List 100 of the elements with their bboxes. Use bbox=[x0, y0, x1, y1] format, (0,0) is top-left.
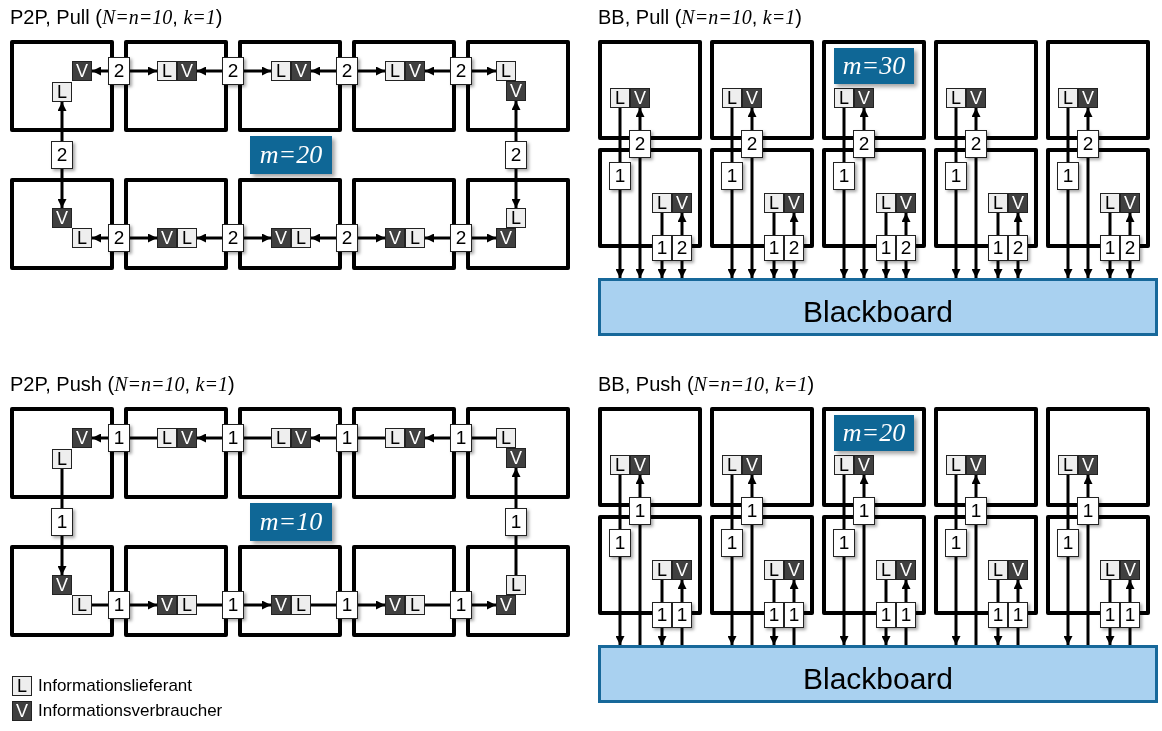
arrow bbox=[511, 468, 521, 508]
arrow bbox=[92, 433, 108, 443]
provider-marker: L bbox=[177, 595, 197, 615]
arrow bbox=[1083, 108, 1093, 130]
consumer-marker: V bbox=[630, 88, 650, 108]
message-count: 1 bbox=[833, 529, 855, 557]
consumer-marker: V bbox=[496, 228, 516, 248]
message-count: 1 bbox=[609, 162, 631, 190]
consumer-marker: V bbox=[672, 193, 692, 213]
consumer-marker: V bbox=[177, 428, 197, 448]
message-count: 2 bbox=[505, 141, 527, 169]
provider-marker: L bbox=[834, 455, 854, 475]
provider-marker: L bbox=[385, 61, 405, 81]
arrow bbox=[1125, 580, 1135, 602]
message-count: 2 bbox=[896, 235, 916, 261]
message-total-badge: m=10 bbox=[250, 503, 332, 541]
legend-swatch: L bbox=[12, 676, 32, 696]
provider-marker: L bbox=[72, 228, 92, 248]
connector-line bbox=[842, 108, 846, 162]
consumer-marker: V bbox=[291, 61, 311, 81]
connector-line bbox=[772, 213, 776, 235]
consumer-marker: V bbox=[854, 455, 874, 475]
connector-line bbox=[884, 580, 888, 602]
arrow bbox=[727, 190, 737, 278]
arrow bbox=[901, 261, 911, 278]
consumer-marker: V bbox=[52, 208, 72, 228]
arrow bbox=[971, 158, 981, 278]
message-count: 1 bbox=[336, 424, 358, 452]
message-count: 2 bbox=[1077, 130, 1099, 158]
connector-line bbox=[60, 469, 64, 508]
provider-marker: L bbox=[405, 595, 425, 615]
arrow bbox=[1125, 261, 1135, 278]
connector-line bbox=[792, 628, 796, 645]
message-count: 1 bbox=[853, 497, 875, 525]
connector-line bbox=[1066, 108, 1070, 162]
message-count: 1 bbox=[672, 602, 692, 628]
connector-line bbox=[244, 436, 271, 440]
message-count: 1 bbox=[988, 235, 1008, 261]
arrow bbox=[769, 628, 779, 645]
arrow bbox=[677, 261, 687, 278]
consumer-marker: V bbox=[177, 61, 197, 81]
connector-line bbox=[730, 475, 734, 529]
arrow bbox=[244, 66, 271, 76]
message-count: 2 bbox=[336, 57, 358, 85]
consumer-marker: V bbox=[854, 88, 874, 108]
message-count: 2 bbox=[51, 141, 73, 169]
arrow bbox=[971, 475, 981, 497]
consumer-marker: V bbox=[72, 61, 92, 81]
message-count: 1 bbox=[1057, 162, 1079, 190]
provider-marker: L bbox=[496, 61, 516, 81]
connector-line bbox=[904, 628, 908, 645]
arrow bbox=[1083, 475, 1093, 497]
message-count: 1 bbox=[51, 508, 73, 536]
consumer-marker: V bbox=[385, 228, 405, 248]
consumer-marker: V bbox=[630, 455, 650, 475]
consumer-marker: V bbox=[506, 448, 526, 468]
arrow bbox=[130, 233, 157, 243]
arrow bbox=[425, 433, 450, 443]
message-count: 1 bbox=[876, 602, 896, 628]
arrow bbox=[425, 66, 450, 76]
provider-marker: L bbox=[271, 61, 291, 81]
message-count: 1 bbox=[764, 235, 784, 261]
arrow bbox=[657, 628, 667, 645]
blackboard-panel: Blackboard bbox=[598, 278, 1158, 336]
arrow bbox=[511, 169, 521, 208]
provider-marker: L bbox=[834, 88, 854, 108]
arrow bbox=[1013, 261, 1023, 278]
message-count: 1 bbox=[108, 591, 130, 619]
connector-line bbox=[974, 525, 978, 645]
provider-marker: L bbox=[291, 595, 311, 615]
blackboard-panel: Blackboard bbox=[598, 645, 1158, 703]
consumer-marker: V bbox=[1120, 560, 1140, 580]
message-count: 1 bbox=[652, 602, 672, 628]
message-count: 2 bbox=[222, 57, 244, 85]
message-total-badge: m=30 bbox=[834, 48, 914, 84]
arrow bbox=[358, 66, 385, 76]
consumer-marker: V bbox=[506, 81, 526, 101]
message-count: 2 bbox=[450, 224, 472, 252]
consumer-marker: V bbox=[966, 455, 986, 475]
arrow bbox=[358, 233, 385, 243]
consumer-marker: V bbox=[496, 595, 516, 615]
provider-marker: L bbox=[652, 193, 672, 213]
provider-marker: L bbox=[722, 455, 742, 475]
message-count: 1 bbox=[721, 529, 743, 557]
provider-marker: L bbox=[876, 560, 896, 580]
provider-marker: L bbox=[271, 428, 291, 448]
message-count: 1 bbox=[609, 529, 631, 557]
message-count: 1 bbox=[629, 497, 651, 525]
arrow bbox=[1083, 158, 1093, 278]
panel-title: P2P, Pull (N=n=10, k=1) bbox=[10, 6, 223, 29]
arrow bbox=[635, 108, 645, 130]
panel-title: BB, Push (N=n=10, k=1) bbox=[598, 373, 815, 396]
arrow bbox=[358, 600, 385, 610]
message-count: 2 bbox=[222, 224, 244, 252]
arrow bbox=[859, 158, 869, 278]
consumer-marker: V bbox=[1008, 193, 1028, 213]
consumer-marker: V bbox=[784, 560, 804, 580]
provider-marker: L bbox=[610, 88, 630, 108]
provider-marker: L bbox=[157, 428, 177, 448]
legend-swatch: V bbox=[12, 701, 32, 721]
